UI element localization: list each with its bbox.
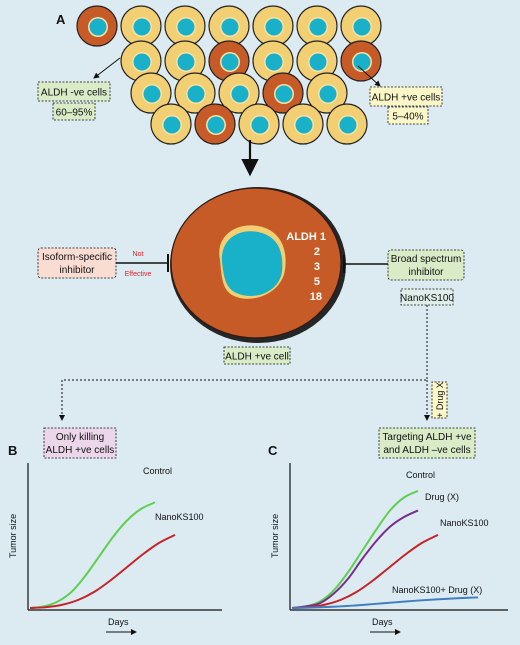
cell-label-box	[223, 346, 291, 365]
aldh-pos-cell	[194, 103, 236, 145]
chart-c-line-drug	[291, 509, 419, 609]
aldh-neg-cell	[340, 5, 382, 47]
panel-label-a: A	[56, 12, 66, 27]
chart-b-ylabel: Tumor size	[8, 514, 18, 558]
targeting-line2: and ALDH –ve cells	[383, 445, 470, 456]
aldh-neg-cell	[296, 5, 338, 47]
not-effective-line2: Effective	[125, 271, 152, 278]
aldh-neg-cell	[150, 103, 192, 145]
aldh-neg-cell	[252, 40, 294, 82]
aldh-pos-cell	[340, 40, 382, 82]
broad-inhibitor-line1: Broad spectrum	[391, 254, 462, 265]
chart-b-line-control	[29, 501, 156, 609]
pos-callout-arrow	[357, 65, 381, 87]
aldh-neg-pct-box	[52, 102, 96, 121]
aldh-neg-cell	[282, 103, 324, 145]
neg-callout-arrow	[93, 57, 121, 79]
chart-c: Tumor size Days Control Drug (X) NanoKS1…	[270, 463, 508, 635]
drug-x-label: + Drug X	[435, 382, 445, 418]
aldh-neg-cell	[252, 5, 294, 47]
aldh-neg-pct: 60–95%	[56, 108, 93, 119]
aldh-neg-box	[37, 81, 111, 102]
aldh-neg-cell	[326, 103, 368, 145]
targeting-box	[378, 427, 476, 459]
aldh-pos-cell	[208, 40, 250, 82]
chart-b-xlabel: Days	[108, 617, 129, 627]
only-killing-line2: ALDH +ve cells	[46, 445, 115, 456]
aldh-neg-cell	[120, 5, 162, 47]
aldh-neg-cell	[174, 72, 216, 114]
broad-inhibitor-line2: inhibitor	[408, 267, 444, 278]
chart-c-line-combo	[291, 596, 479, 609]
isoform-3: 5	[314, 276, 320, 288]
targeting-line1: Targeting ALDH +ve	[382, 432, 472, 443]
isoform-1: 2	[314, 246, 320, 258]
cell-label: ALDH +ve cell	[225, 352, 289, 363]
chart-b-series-label-nanoks: NanoKS100	[155, 512, 204, 522]
chart-c-xlabel: Days	[372, 617, 393, 627]
aldh-neg-cell	[130, 72, 172, 114]
only-killing-line1: Only killing	[56, 432, 104, 443]
chart-b-line-nanoks	[29, 533, 176, 609]
chart-b: Tumor size Days Control NanoKS100	[8, 463, 222, 635]
aldh-pos-box	[369, 86, 443, 107]
nanoks-box	[400, 288, 454, 306]
chart-c-series-label-combo: NanoKS100+ Drug (X)	[392, 585, 482, 595]
isoform-list: ALDH 1 2 3 5 18	[286, 231, 326, 303]
chart-c-series-label-nanoks: NanoKS100	[440, 518, 489, 528]
isoform-0: ALDH 1	[286, 231, 326, 243]
aldh-neg-cell	[208, 5, 250, 47]
isoform-4: 18	[310, 291, 322, 303]
isoform-inhibitor-line1: Isoform-specific	[42, 252, 112, 263]
aldh-neg-cell	[164, 40, 206, 82]
chart-c-series-label-control: Control	[406, 470, 435, 480]
nanoks-box-label: NanoKS100	[400, 293, 454, 304]
aldh-pos-cell	[262, 72, 304, 114]
chart-c-line-nanoks	[291, 533, 439, 609]
aldh-neg-cell	[164, 5, 206, 47]
aldh-pos-label: ALDH +ve cells	[372, 93, 441, 104]
chart-c-series-label-drug: Drug (X)	[425, 492, 459, 502]
aldh-pos-pct-box	[387, 106, 429, 125]
aldh-neg-cell	[238, 103, 280, 145]
only-killing-box	[43, 427, 117, 459]
aldh-neg-cell	[296, 40, 338, 82]
aldh-neg-cell	[306, 72, 348, 114]
cell-cluster	[76, 5, 382, 145]
path-to-only-killing	[59, 305, 428, 421]
aldh-pos-cell	[76, 5, 118, 47]
big-aldh-pos-cell	[170, 187, 346, 343]
drug-x-tag: + Drug X	[431, 381, 448, 419]
aldh-neg-cell	[120, 40, 162, 82]
not-effective-line1: Not	[133, 251, 144, 258]
panel-label-b: B	[8, 443, 17, 458]
chart-b-series-label-control: Control	[143, 466, 172, 476]
aldh-neg-label: ALDH -ve cells	[41, 88, 107, 99]
isoform-inhibitor-line2: inhibitor	[59, 265, 95, 276]
isoform-2: 3	[314, 261, 320, 273]
broad-inhibitor-box	[387, 249, 465, 281]
chart-c-ylabel: Tumor size	[270, 514, 280, 558]
aldh-neg-cell	[218, 72, 260, 114]
panel-label-c: C	[268, 443, 278, 458]
aldh-pos-pct: 5–40%	[392, 112, 423, 123]
